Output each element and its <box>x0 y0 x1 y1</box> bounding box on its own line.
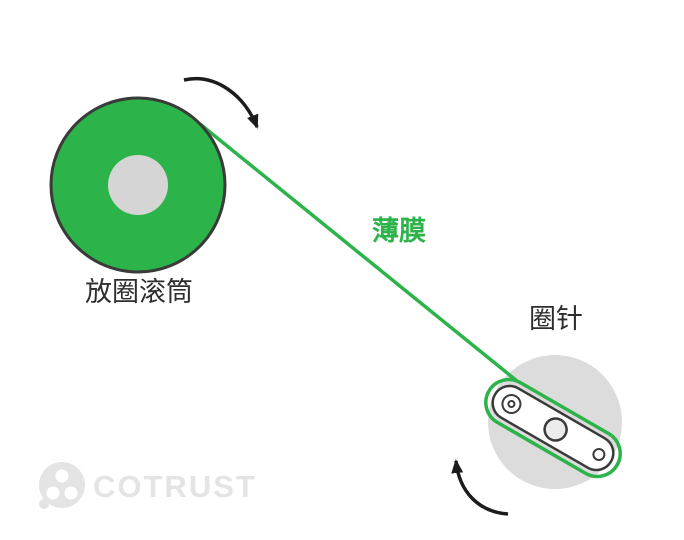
cotrust-logo-icon <box>39 462 85 509</box>
watermark: COTRUST <box>39 462 257 509</box>
rotation-arrow-top-icon <box>183 77 259 129</box>
loop-needle-label: 圈针 <box>529 304 583 334</box>
film-label: 薄膜 <box>372 216 426 246</box>
film-loop <box>484 377 622 479</box>
roller-hub <box>108 155 168 215</box>
needle-bar-right-pin <box>592 448 606 461</box>
needle-bar-left-ring <box>501 394 522 414</box>
needle-bar-group <box>484 377 622 479</box>
watermark-text: COTRUST <box>93 469 257 504</box>
needle-bar-center-hole <box>543 417 568 442</box>
rotation-arrow-bottom-icon <box>451 459 509 516</box>
film-line <box>198 122 519 383</box>
unwind-roller-label: 放圈滚筒 <box>85 277 193 307</box>
needle-bar-left-pin <box>507 400 516 408</box>
